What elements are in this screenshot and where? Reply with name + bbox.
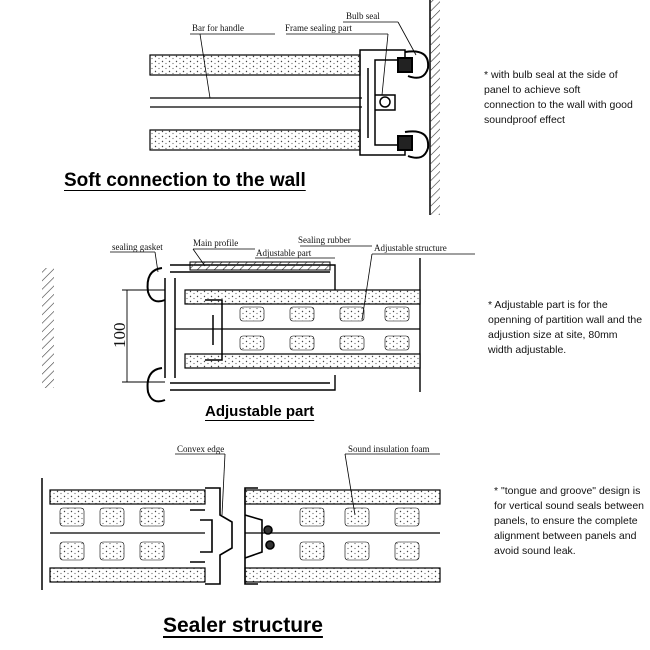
label-main-profile: Main profile (193, 238, 238, 248)
sealing-gasket-bottom (146, 367, 166, 403)
wall-left (42, 268, 54, 388)
panel-board-2b (184, 353, 421, 369)
dimension-value: 100 (110, 323, 129, 349)
panel-right-3 (244, 489, 441, 583)
label-sound-insulation-foam: Sound insulation foam (348, 444, 430, 454)
note-adjustable-part: * Adjustable part is for the openning of… (488, 299, 643, 356)
bulb-seal-bottom (397, 130, 430, 159)
label-adjustable-part: Adjustable part (256, 248, 312, 258)
adjustable-structure (170, 258, 421, 392)
sealing-gasket-top (146, 267, 166, 303)
label-sealing-rubber: Sealing rubber (298, 235, 351, 245)
wall-right (429, 0, 440, 215)
groove-profile (244, 487, 275, 585)
note-sealer-structure: * "tongue and groove" design is for vert… (494, 485, 644, 557)
label-bar-for-handle: Bar for handle (192, 23, 244, 33)
label-bulb-seal: Bulb seal (346, 11, 380, 21)
h-profile (164, 278, 223, 378)
foam-row-2a (239, 306, 410, 351)
bulb-seal-top (397, 50, 430, 79)
heading-adjustable-part: Adjustable part (205, 403, 315, 420)
main-profile (189, 261, 331, 271)
note-soft-connection: * with bulb seal at the side of panel to… (484, 69, 633, 126)
heading-sealer-structure: Sealer structure (163, 614, 323, 637)
label-convex-edge: Convex edge (177, 444, 224, 454)
heading-soft-connection: Soft connection to the wall (64, 170, 306, 191)
panel-board-top-1 (149, 54, 361, 76)
frame-profile-1 (359, 49, 406, 156)
panel-board-bottom-1 (149, 129, 361, 151)
handle-bar (150, 97, 362, 108)
panel-left-3 (41, 478, 206, 590)
dimension-line (122, 289, 165, 383)
convex-edge-profile (190, 487, 233, 585)
label-frame-sealing-part: Frame sealing part (285, 23, 352, 33)
panel-board-2a (184, 289, 421, 305)
label-sealing-gasket: sealing gasket (112, 242, 163, 252)
label-adjustable-structure: Adjustable structure (374, 243, 447, 253)
